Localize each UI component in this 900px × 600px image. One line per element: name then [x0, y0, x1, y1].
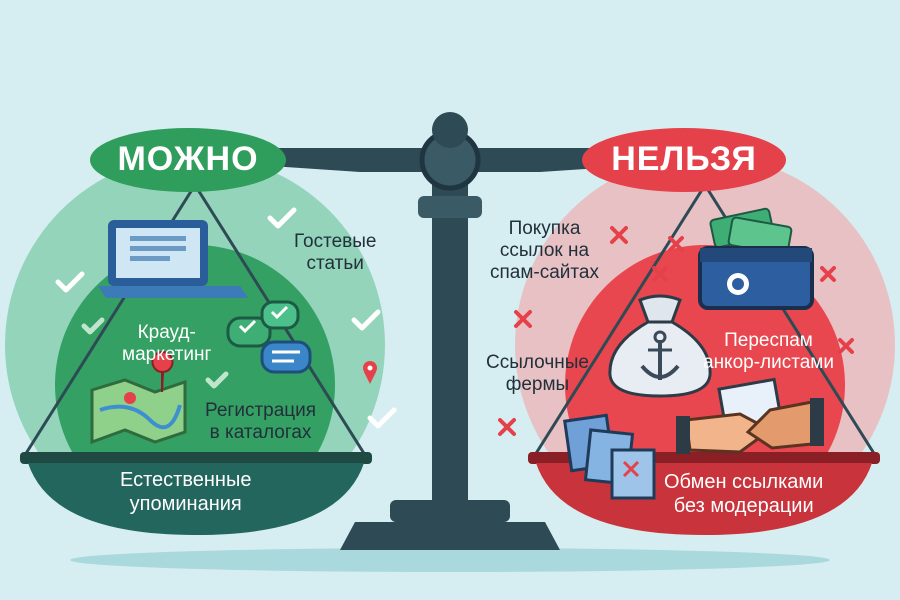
left-pan: [28, 463, 364, 535]
check-icon: [267, 207, 297, 229]
check-icon: [367, 407, 397, 429]
scale-pillar: [432, 180, 468, 500]
check-icon: [351, 309, 381, 331]
cross-icon: [668, 236, 684, 252]
right-title-badge: [582, 128, 786, 192]
label-crowd-marketing: Крауд-маркетинг: [122, 322, 212, 365]
cross-icon: [652, 266, 668, 282]
left-pan-rim: [20, 452, 372, 464]
check-icon: [205, 371, 229, 389]
left-title-badge: [90, 128, 286, 192]
location-pin-icon: [363, 361, 377, 384]
cross-icon: [838, 338, 854, 354]
scale-stand: [390, 500, 510, 522]
floor-shadow: [70, 548, 830, 572]
documents-icon: [563, 413, 656, 500]
money-chest-icon: [698, 207, 814, 310]
left-title: МОЖНО: [117, 140, 259, 178]
scale-top-knob: [432, 112, 468, 148]
map-icon: [90, 351, 187, 445]
cross-icon: [514, 310, 532, 328]
check-icon: [55, 271, 85, 293]
scale-pillar-collar: [418, 196, 482, 218]
right-title: НЕЛЬЗЯ: [611, 140, 757, 178]
check-icon: [81, 317, 105, 335]
right-string-1: [533, 184, 707, 456]
cross-icon: [820, 266, 836, 282]
handshake-icon: [676, 377, 824, 454]
money-bag-anchor-icon: [608, 294, 712, 398]
scale-base: [340, 522, 560, 550]
cross-icon: [498, 418, 516, 436]
chat-bubbles-icon: [226, 300, 312, 374]
laptop-icon: [98, 220, 248, 298]
cross-icon: [610, 226, 628, 244]
